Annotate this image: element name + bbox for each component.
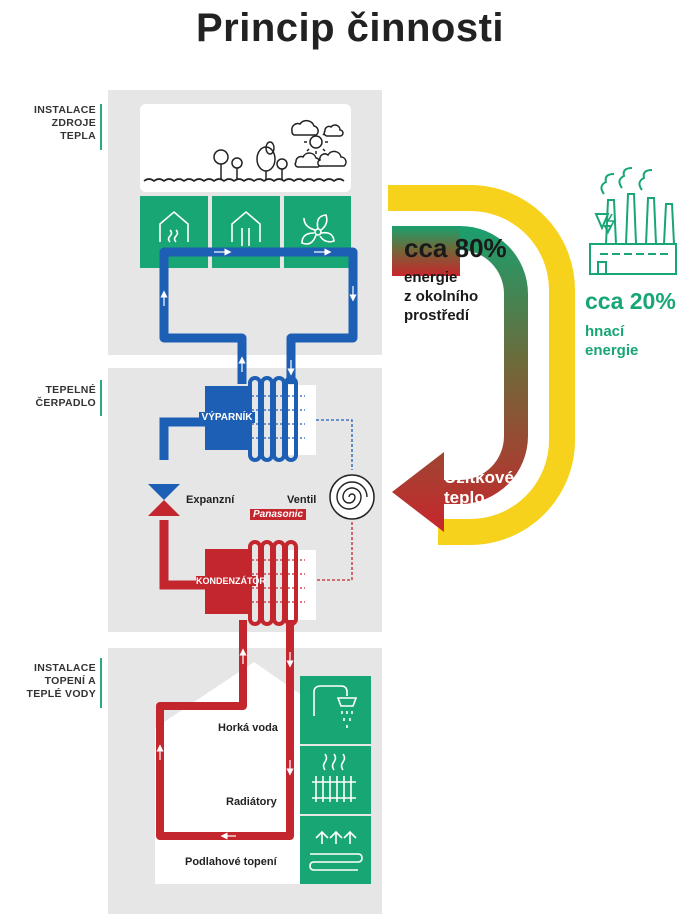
floor-heating-label: Podlahové topení bbox=[185, 856, 277, 868]
fan-icon bbox=[301, 214, 335, 245]
cloud-icon bbox=[294, 152, 321, 168]
cloud-icon bbox=[323, 124, 344, 137]
page-title: Princip činnosti bbox=[195, 6, 505, 50]
radiators-label: Radiátory bbox=[226, 796, 277, 808]
cloud-icon bbox=[317, 150, 347, 167]
power-plant-icon bbox=[589, 167, 677, 275]
section-label-source: INSTALACE ZDROJE TEPLA bbox=[33, 104, 96, 142]
tree-icon bbox=[213, 141, 288, 180]
section-label-pump: TEPELNÉ ČERPADLO bbox=[35, 384, 96, 409]
evaporator-label: VÝPARNÍK bbox=[199, 412, 255, 423]
heating-loop bbox=[156, 620, 294, 840]
hot-water-label: Horká voda bbox=[218, 722, 278, 734]
house-outline bbox=[155, 662, 300, 884]
condenser bbox=[159, 520, 353, 626]
panasonic-logo: Panasonic bbox=[250, 509, 307, 520]
compressor-icon bbox=[329, 474, 375, 520]
floor-heating-icon bbox=[309, 830, 363, 871]
drive-energy-text: hnací energie bbox=[585, 323, 639, 359]
house-ground-icon bbox=[159, 210, 189, 242]
ambient-energy-pct: cca 80% bbox=[404, 233, 507, 263]
energy-arc bbox=[388, 185, 575, 545]
heating-tiles bbox=[300, 676, 371, 884]
expansion-valve bbox=[148, 484, 180, 516]
cloud-icon bbox=[291, 120, 319, 136]
expansion-label: Expanzní bbox=[186, 494, 235, 506]
radiator-icon bbox=[312, 753, 356, 802]
useful-heat-label: Užitkové teplo bbox=[444, 468, 514, 507]
section-tick-pump bbox=[100, 380, 102, 416]
shower-icon bbox=[313, 685, 358, 728]
source-tiles bbox=[140, 196, 351, 268]
evaporator bbox=[159, 376, 353, 470]
section-label-heating: INSTALACE TOPENÍ A TEPLÉ VODY bbox=[26, 662, 96, 700]
ambient-energy-text: energie z okolního prostředí bbox=[404, 269, 479, 324]
valve-label: Ventil bbox=[287, 494, 317, 506]
landscape-tile bbox=[140, 104, 351, 192]
section-tick-source bbox=[100, 104, 102, 150]
condenser-label: KONDENZÁTOR bbox=[196, 576, 266, 586]
brine-loop bbox=[159, 247, 358, 384]
section-tick-heating bbox=[100, 658, 102, 708]
house-water-icon bbox=[231, 210, 261, 242]
drive-energy-pct: cca 20% bbox=[585, 288, 676, 314]
